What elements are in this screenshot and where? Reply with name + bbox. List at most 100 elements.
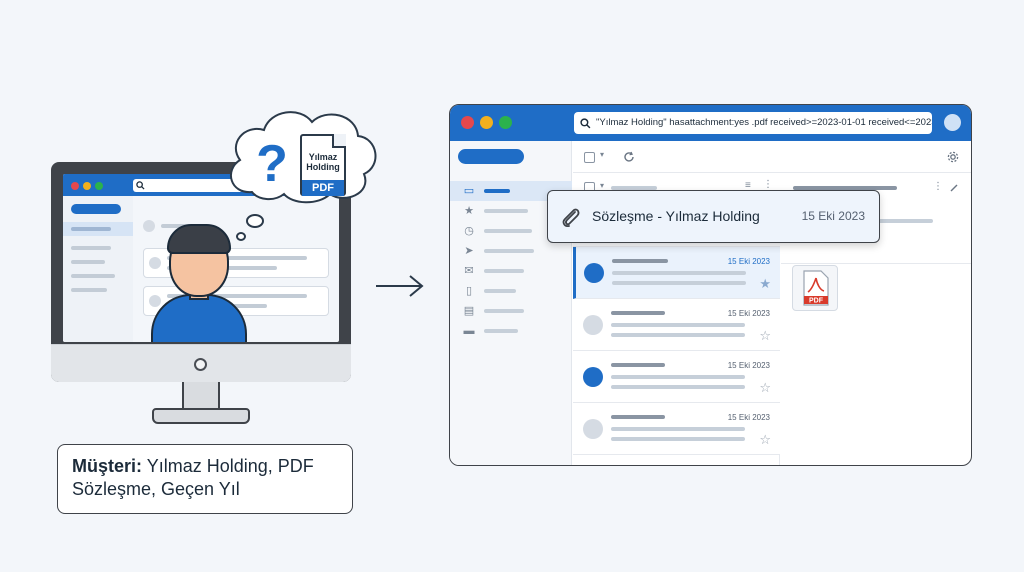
chevron-down-icon[interactable]: ▾ bbox=[600, 181, 605, 190]
maximize-dot-icon bbox=[95, 182, 103, 190]
doc-title-line: Holding bbox=[306, 162, 340, 172]
star-icon: ★ bbox=[464, 205, 474, 217]
row-line bbox=[611, 385, 745, 389]
email-client-window: "Yılmaz Holding" hasattachment:yes .pdf … bbox=[449, 104, 972, 466]
document-icon: ▯ bbox=[465, 285, 473, 297]
mini-line bbox=[71, 274, 115, 278]
sidebar-item-trash[interactable]: ▬ bbox=[450, 321, 572, 341]
thought-bubble bbox=[236, 232, 246, 241]
sidebar-item-snoozed[interactable]: ◷ bbox=[450, 221, 572, 241]
table-row[interactable]: 15 Eki 2023 ★ bbox=[573, 247, 780, 299]
thought-bubble bbox=[246, 214, 264, 228]
mini-line bbox=[71, 288, 107, 292]
row-line bbox=[612, 259, 668, 263]
pdf-document-icon: Yılmaz Holding PDF bbox=[300, 134, 346, 196]
sidebar-item-mail[interactable]: ✉ bbox=[450, 261, 572, 281]
more-vertical-icon[interactable]: ⋮ bbox=[933, 181, 943, 192]
monitor-screen bbox=[63, 174, 339, 342]
close-dot-icon[interactable] bbox=[461, 116, 474, 129]
sidebar-item-documents[interactable]: ▤ bbox=[450, 301, 572, 321]
close-dot-icon bbox=[71, 182, 79, 190]
row-line bbox=[611, 323, 745, 327]
read-dot bbox=[583, 419, 603, 439]
maximize-dot-icon[interactable] bbox=[499, 116, 512, 129]
row-line bbox=[611, 311, 665, 315]
star-icon[interactable]: ☆ bbox=[759, 328, 771, 343]
chevron-down-icon[interactable]: ▾ bbox=[600, 150, 605, 159]
sidebar-item-label bbox=[484, 189, 510, 193]
caption-label: Müşteri: bbox=[72, 456, 143, 476]
arrow-right-icon bbox=[376, 275, 424, 297]
person-hair bbox=[167, 224, 231, 254]
sidebar-item-starred[interactable]: ★ bbox=[450, 201, 572, 221]
edit-icon[interactable] bbox=[949, 183, 959, 193]
row-line bbox=[612, 281, 746, 285]
power-button-icon bbox=[194, 358, 207, 371]
pdf-file-icon: PDF bbox=[803, 270, 829, 306]
table-row[interactable]: 15 Eki 2023 ☆ bbox=[573, 403, 780, 455]
mini-line bbox=[167, 256, 307, 260]
sort-icon[interactable]: ≡ bbox=[745, 180, 751, 191]
gear-icon[interactable] bbox=[947, 151, 959, 163]
star-icon[interactable]: ☆ bbox=[759, 432, 771, 447]
monitor-stand-base bbox=[152, 408, 250, 424]
divider bbox=[781, 263, 971, 264]
search-icon bbox=[580, 118, 591, 129]
search-icon bbox=[136, 181, 145, 190]
avatar[interactable] bbox=[944, 114, 961, 131]
star-icon[interactable]: ☆ bbox=[759, 380, 771, 395]
row-date: 15 Eki 2023 bbox=[727, 309, 770, 318]
row-line bbox=[611, 415, 665, 419]
sidebar-item-label bbox=[484, 329, 518, 333]
inbox-icon: ▭ bbox=[463, 185, 475, 197]
mail-icon: ✉ bbox=[464, 265, 474, 277]
send-icon: ➤ bbox=[464, 245, 474, 257]
row-line bbox=[611, 186, 657, 190]
sidebar-item-label bbox=[484, 249, 534, 253]
mini-line bbox=[167, 294, 307, 298]
reader-subject-line bbox=[793, 186, 897, 190]
refresh-icon[interactable] bbox=[623, 151, 635, 163]
row-line bbox=[612, 271, 746, 275]
minimize-dot-icon bbox=[83, 182, 91, 190]
sidebar-item-label bbox=[484, 229, 532, 233]
attachment-badge: PDF bbox=[809, 298, 824, 305]
sidebar-item-label bbox=[484, 269, 524, 273]
mini-line bbox=[71, 246, 111, 250]
row-line bbox=[611, 333, 745, 337]
mini-avatar bbox=[149, 257, 161, 269]
doc-title: Yılmaz Holding bbox=[302, 152, 344, 172]
row-line bbox=[611, 363, 665, 367]
doc-fold bbox=[332, 134, 346, 148]
search-input[interactable]: "Yılmaz Holding" hasattachment:yes .pdf … bbox=[574, 112, 932, 134]
sidebar-item-label bbox=[484, 289, 516, 293]
unread-dot bbox=[583, 367, 603, 387]
sidebar-item-sent[interactable]: ➤ bbox=[450, 241, 572, 261]
mini-compose-button bbox=[71, 204, 121, 214]
pdf-badge: PDF bbox=[302, 180, 344, 196]
request-caption: Müşteri: Yılmaz Holding, PDF Sözleşme, G… bbox=[57, 444, 353, 514]
trash-icon: ▬ bbox=[463, 325, 475, 337]
read-dot bbox=[583, 315, 603, 335]
star-icon[interactable]: ★ bbox=[759, 276, 771, 291]
mini-line bbox=[71, 227, 111, 231]
popup-date: 15 Eki 2023 bbox=[801, 209, 865, 223]
mini-avatar bbox=[143, 220, 155, 232]
table-row[interactable]: 15 Eki 2023 ☆ bbox=[573, 351, 780, 403]
mini-sidebar bbox=[63, 196, 133, 342]
row-date: 15 Eki 2023 bbox=[727, 257, 770, 266]
mini-line bbox=[71, 260, 105, 264]
window-titlebar: "Yılmaz Holding" hasattachment:yes .pdf … bbox=[450, 105, 971, 141]
more-vertical-icon[interactable]: ⋮ bbox=[763, 179, 773, 190]
list-toolbar: ▾ bbox=[573, 141, 971, 173]
caption-text: Sözleşme, Geçen Yıl bbox=[72, 479, 240, 499]
compose-button[interactable] bbox=[458, 149, 524, 164]
table-row[interactable]: 15 Eki 2023 ☆ bbox=[573, 299, 780, 351]
minimize-dot-icon[interactable] bbox=[480, 116, 493, 129]
sidebar-item-inbox[interactable]: ▭ bbox=[450, 181, 572, 201]
search-result-popup[interactable]: Sözleşme - Yılmaz Holding 15 Eki 2023 bbox=[547, 190, 880, 243]
row-line bbox=[611, 427, 745, 431]
pdf-attachment[interactable]: PDF bbox=[792, 265, 838, 311]
select-all-checkbox[interactable] bbox=[584, 152, 595, 163]
sidebar-item-drafts[interactable]: ▯ bbox=[450, 281, 572, 301]
